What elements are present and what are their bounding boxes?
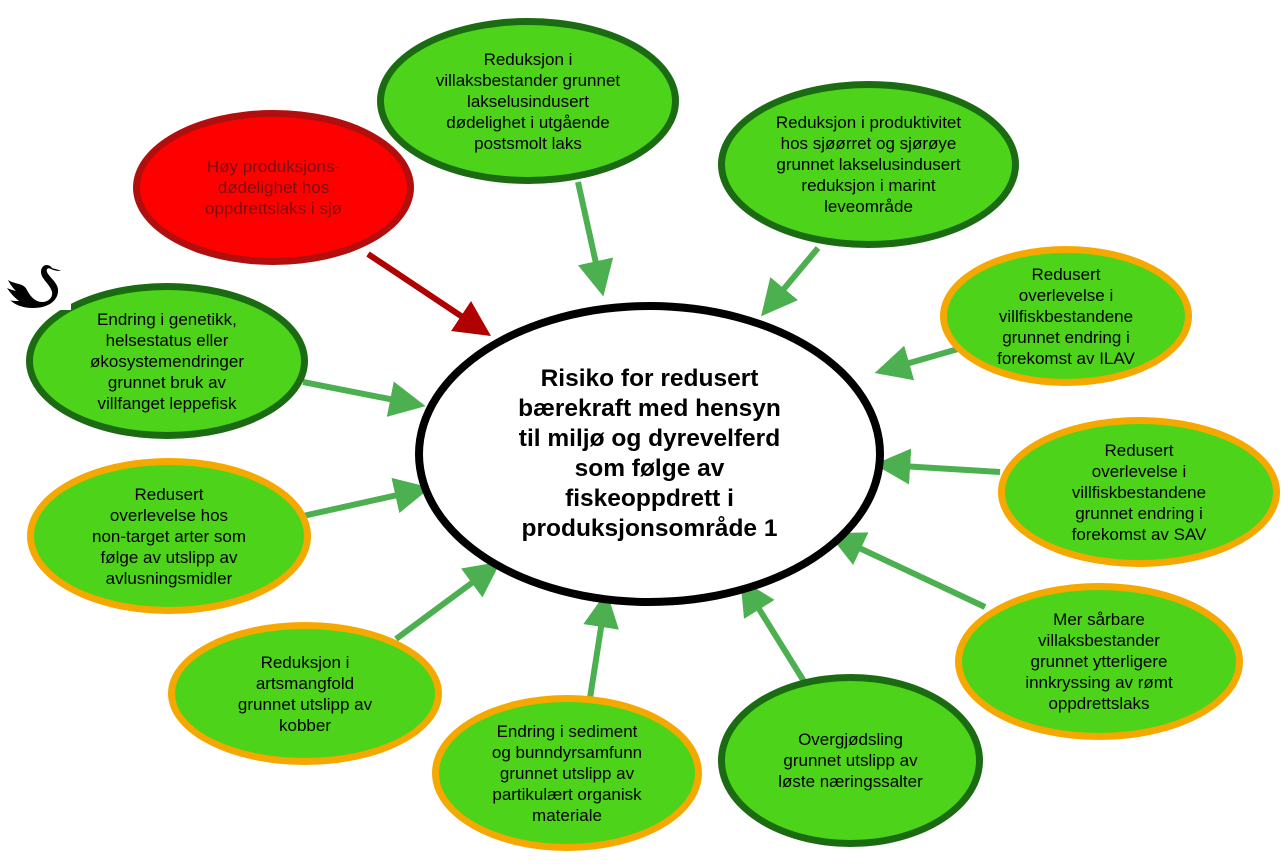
node-line: overlevelse hos (109, 505, 229, 525)
node-line: Reduksjon i produktivitet (775, 113, 962, 132)
node-villaks-lakselus: Reduksjon i villaksbestander grunnet lak… (377, 18, 679, 184)
node-line: forekomst av SAV (1071, 524, 1207, 544)
arrow-produksjonsdodelighet (366, 251, 491, 336)
node-line: dødelighet i utgående (446, 112, 610, 132)
central-line: som følge av (574, 455, 725, 482)
node-line: villaksbestander (1038, 631, 1160, 650)
node-line: oppdrettslaks (1048, 694, 1150, 713)
node-sav: Redusert overlevelse i villfiskbestanden… (998, 417, 1280, 567)
node-line: grunnet utslipp av (499, 763, 635, 783)
node-line: Redusert (1104, 440, 1174, 460)
central-line: til miljø og dyrevelferd (518, 425, 781, 452)
node-line: villfiskbestandene (998, 306, 1134, 326)
arrow-romt-oppdrettslaks (828, 532, 987, 610)
node-line: overlevelse i (1018, 285, 1114, 305)
node-line: Mer sårbare (1053, 610, 1145, 629)
node-line: villfanget leppefisk (97, 393, 237, 413)
node-line: partikulært organisk (492, 784, 642, 804)
central-line: Risiko for redusert (540, 365, 759, 392)
arrow-villaks-lakselus (575, 181, 614, 297)
node-sediment: Endring i sediment og bunndyrsamfunn gru… (432, 695, 702, 851)
arrow-sediment (583, 591, 619, 699)
node-line: Redusert (134, 484, 204, 504)
node-line: avlusningsmidler (105, 568, 233, 588)
node-line: økosystemendringer (89, 351, 244, 371)
arrow-leppefisk (302, 379, 426, 417)
arrow-sjoorret-sjoroye (761, 246, 821, 317)
node-line: helsestatus eller (105, 330, 229, 350)
node-produksjonsdodelighet: Høy produksjons- dødelighet hos oppdrett… (133, 110, 414, 265)
node-line: postsmolt laks (474, 133, 582, 153)
node-line: villfiskbestandene (1071, 482, 1207, 502)
black-swan-icon (5, 262, 71, 310)
node-sjoorret-sjoroye: Reduksjon i produktivitet hos sjøørret o… (718, 81, 1019, 248)
node-line: grunnet endring i (1002, 327, 1130, 347)
arrow-kobber (394, 561, 501, 642)
node-kobber: Reduksjon i artsmangfold grunnet utslipp… (168, 622, 442, 765)
node-avlusningsmidler: Redusert overlevelse hos non-target arte… (27, 458, 311, 614)
node-line: grunnet ytterligere (1030, 652, 1168, 671)
node-line: Høy produksjons- (206, 157, 341, 176)
central-risk-text: Risiko for redusert bærekraft med hensyn… (506, 364, 793, 544)
node-line: artsmangfold (255, 673, 355, 693)
node-line: oppdrettslaks i sjø (205, 199, 342, 218)
node-line: Reduksjon i (260, 652, 350, 672)
node-line: dødelighet hos (217, 178, 330, 197)
node-line: Redusert (1031, 264, 1101, 284)
node-line: Endring i genetikk, (97, 309, 237, 329)
arrow-avlusningsmidler (302, 477, 431, 519)
node-line: Endring i sediment (496, 721, 638, 741)
node-line: grunnet utslipp av (237, 694, 373, 714)
node-line: overlevelse i (1091, 461, 1187, 481)
node-line: materiale (532, 805, 602, 825)
node-line: grunnet utslipp av (783, 751, 918, 770)
node-line: følge av utslipp av (100, 547, 238, 567)
node-line: grunnet endring i (1075, 503, 1203, 523)
node-ilav: Redusert overlevelse i villfiskbestanden… (940, 246, 1192, 386)
node-overgjodsling: Overgjødsling grunnet utslipp av løste n… (718, 674, 983, 847)
node-line: reduksjon i marint (801, 176, 936, 195)
node-leppefisk: Endring i genetikk, helsestatus eller øk… (26, 283, 308, 439)
node-line: villaksbestander grunnet (435, 70, 621, 90)
node-line: grunnet lakselusindusert (776, 155, 961, 174)
central-risk-node: Risiko for redusert bærekraft med hensyn… (415, 302, 884, 606)
node-line: Reduksjon i (483, 49, 573, 69)
node-line: løste næringssalter (778, 772, 923, 791)
node-line: kobber (279, 715, 331, 735)
node-line: non-target arter som (91, 526, 246, 546)
central-line: produksjonsområde 1 (521, 515, 778, 542)
central-line: fiskeoppdrett i (565, 485, 734, 512)
node-romt-oppdrettslaks: Mer sårbare villaksbestander grunnet ytt… (955, 583, 1243, 740)
node-line: innkryssing av rømt (1025, 673, 1173, 692)
node-line: grunnet bruk av (107, 372, 227, 392)
central-line: bærekraft med hensyn (518, 395, 781, 422)
node-line: Overgjødsling (798, 730, 903, 749)
arrow-ilav (874, 345, 959, 381)
node-line: hos sjøørret og sjørøye (780, 134, 957, 153)
node-line: forekomst av ILAV (997, 348, 1135, 368)
arrow-sav (874, 448, 1001, 485)
node-line: og bunndyrsamfunn (491, 742, 643, 762)
arrow-overgjodsling (740, 578, 808, 685)
node-line: leveområde (824, 197, 913, 216)
node-line: lakselusindusert (467, 91, 589, 111)
